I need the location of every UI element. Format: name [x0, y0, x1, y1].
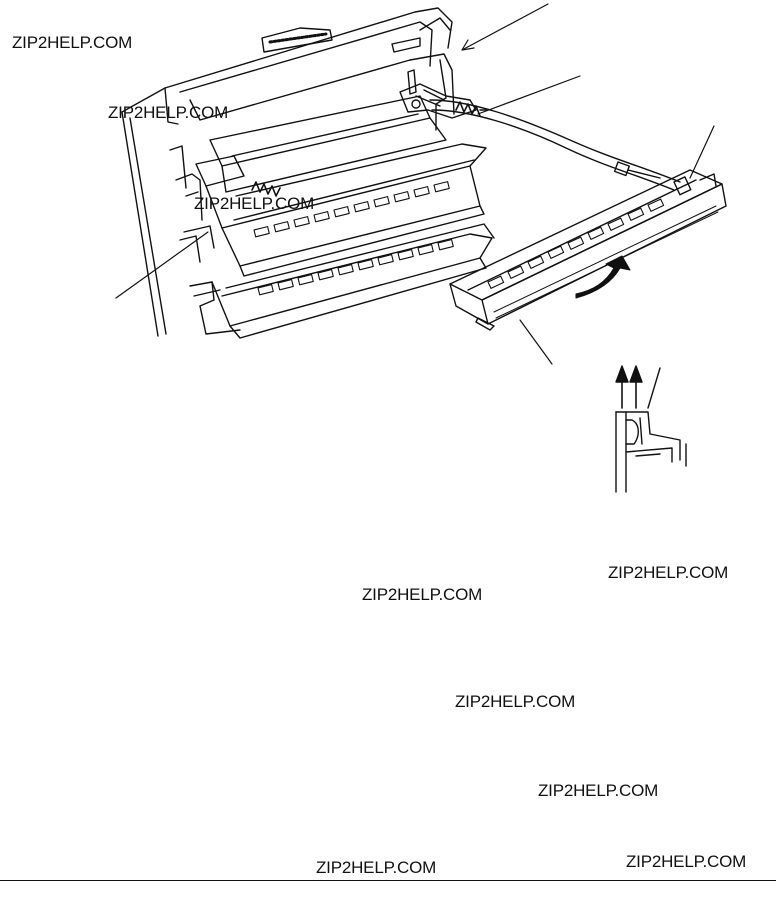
watermark-text: ZIP2HELP.COM — [538, 781, 659, 800]
watermark-text: ZIP2HELP.COM — [108, 103, 229, 122]
installed-upper-unit — [195, 143, 487, 277]
watermark-text: ZIP2HELP.COM — [362, 585, 483, 604]
lever-bracket — [399, 83, 487, 119]
watermark-text: ZIP2HELP.COM — [608, 563, 729, 582]
rotation-arrow — [575, 255, 631, 299]
page-bottom-rule — [0, 880, 776, 881]
removed-charge-unit — [449, 169, 727, 331]
wire-harness — [429, 99, 681, 191]
installed-lower-unit — [211, 223, 495, 339]
leader-lines — [115, 3, 715, 365]
upper-opening — [209, 69, 447, 193]
watermark-text: ZIP2HELP.COM — [316, 858, 437, 877]
watermark-text: ZIP2HELP.COM — [12, 33, 133, 52]
detail-inset — [615, 365, 687, 493]
watermark-text: ZIP2HELP.COM — [626, 852, 747, 871]
machine-frame — [121, 7, 455, 337]
watermark-text: ZIP2HELP.COM — [455, 692, 576, 711]
watermark-text: ZIP2HELP.COM — [194, 194, 315, 213]
